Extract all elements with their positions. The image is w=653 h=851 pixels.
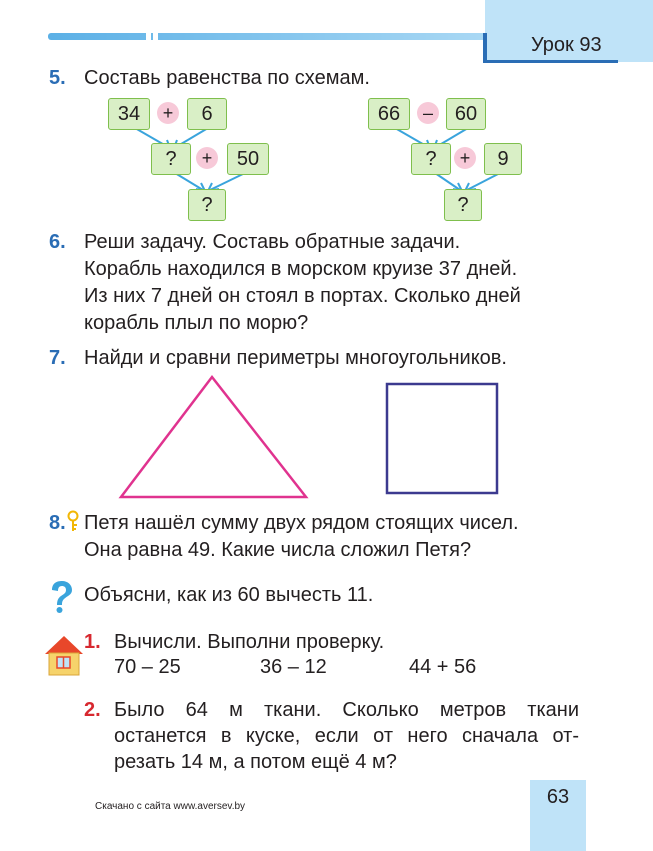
scheme-1-operator-2: + [196,147,218,169]
task-number-6: 6. [49,231,66,253]
homework-1-text: Вычисли. Выполни проверку. [114,631,385,653]
scheme-2-box-d: 9 [484,143,522,175]
homework-1-expression-2: 36 – 12 [260,656,327,678]
scheme-1-box-d: 50 [227,143,269,175]
scheme-2-result-box: ? [444,189,482,221]
house-icon [45,636,83,676]
homework-number-1: 1. [84,631,101,653]
key-icon [67,510,79,531]
task-7-text: Найди и сравни периметры многоугольников… [84,347,507,369]
scheme-1-box-c: ? [151,143,191,175]
header-line [48,33,484,40]
scheme-2-operator-2: + [454,147,476,169]
scheme-2-box-c: ? [411,143,451,175]
header-line-gap [153,33,158,40]
lesson-tab-border [483,33,487,62]
homework-1-expression-3: 44 + 56 [409,656,477,678]
task-number-5: 5. [49,67,66,89]
polygons-figure [118,374,499,499]
task-6-line-3: Из них 7 дней он стоял в портах. Сколько… [84,285,521,307]
scheme-1-result-box: ? [188,189,226,221]
homework-1-expression-1: 70 – 25 [114,656,181,678]
page-number-tab [530,780,586,851]
scheme-1-operator-1: + [157,102,179,124]
homework-number-2: 2. [84,699,101,721]
task-5-text: Составь равенства по схемам. [84,67,370,89]
scheme-2-operator-1: – [417,102,439,124]
homework-2-line-3: резать 14 м, а потом ещё 4 м? [114,751,397,773]
task-number-7: 7. [49,347,66,369]
scheme-2-box-a: 66 [368,98,410,130]
lesson-title: Урок 93 [531,34,602,56]
question-mark-icon [52,581,72,613]
task-8-line-2: Она равна 49. Какие числа сложил Петя? [84,539,472,561]
scheme-1-box-a: 34 [108,98,150,130]
page-number: 63 [546,786,570,808]
scheme-1-box-b: 6 [187,98,227,130]
lesson-tab-border [483,60,618,63]
homework-2-line-2: останется в куске, если от него сначала … [114,725,579,747]
task-8-line-1: Петя нашёл сумму двух рядом стоящих чисе… [84,512,519,534]
download-credit: Скачано с сайта www.aversev.by [95,801,246,812]
square-shape [385,382,499,495]
task-6-line-1: Реши задачу. Составь обратные задачи. [84,231,461,253]
triangle-shape [118,374,309,499]
homework-2-line-1: Было 64 м ткани. Сколько метров ткани [114,699,579,721]
task-6-line-2: Корабль находился в морском круизе 37 дн… [84,258,518,280]
task-number-8: 8. [49,512,66,534]
question-text: Объясни, как из 60 вычесть 11. [84,584,374,606]
scheme-2-box-b: 60 [446,98,486,130]
lesson-tab [485,0,653,62]
task-6-line-4: корабль плыл по морю? [84,312,309,334]
header-line-gap [146,33,151,40]
